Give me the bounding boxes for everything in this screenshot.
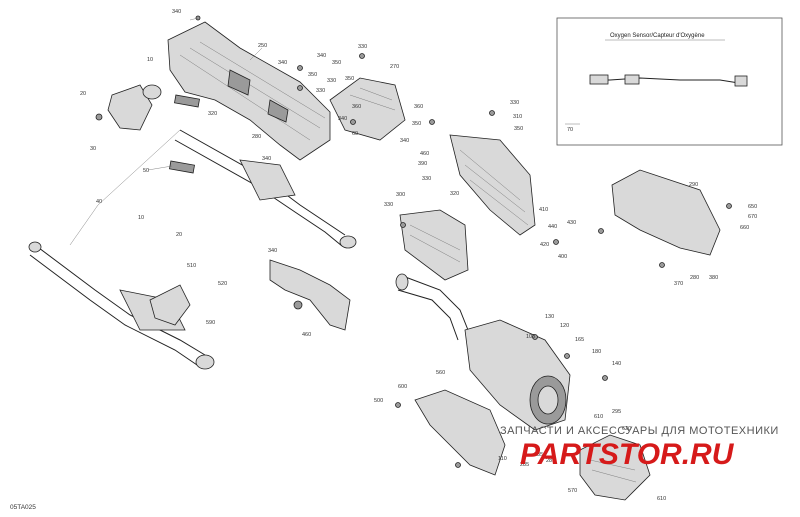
callout-label: 340 [317, 53, 326, 59]
callout-label: 130 [545, 314, 554, 320]
heat-shield-middle [399, 209, 469, 281]
callout-label: 650 [748, 204, 757, 210]
callout-label: 350 [514, 126, 523, 132]
callout-label: 440 [548, 224, 557, 230]
callout-label: 330 [384, 202, 393, 208]
end-cap [579, 434, 651, 501]
leader-lines [69, 17, 263, 246]
callout-label: 350 [345, 76, 354, 82]
oxygen-sensor-inset: Oxygen Sensor/Capteur d'Oxygène 70 [556, 17, 783, 146]
callout-label: 270 [390, 64, 399, 70]
callout-label: 60 [352, 131, 358, 137]
callout-label: 500 [374, 398, 383, 404]
manifold-elbow [95, 84, 162, 131]
bracket-590 [149, 284, 191, 326]
callout-label: 285 [534, 452, 543, 458]
watermark-brand: PARTSTOR.RU [520, 438, 735, 471]
muffler-guard [414, 389, 506, 476]
callout-label: 670 [748, 214, 757, 220]
callout-label: 50 [143, 168, 149, 174]
callout-label: 520 [218, 281, 227, 287]
callout-label: 400 [558, 254, 567, 260]
heat-shield-upper [167, 21, 331, 161]
watermark: ЗАПЧАСТИ И АКСЕССУАРЫ ДЛЯ МОТОТЕХНИКИ PA… [500, 425, 779, 471]
callout-label: 360 [352, 104, 361, 110]
callout-label: 280 [252, 134, 261, 140]
callout-label: 165 [575, 337, 584, 343]
callout-label: 250 [258, 43, 267, 49]
callout-label: 285 [546, 458, 555, 464]
callout-label: 600 [398, 384, 407, 390]
callout-label: 590 [206, 320, 215, 326]
bracket-270 [329, 77, 406, 141]
front-pipe [174, 129, 357, 249]
callout-label: 320 [208, 111, 217, 117]
callout-label: 610 [657, 496, 666, 502]
callout-label: 340 [268, 248, 277, 254]
callout-label: 330 [510, 100, 519, 106]
callout-label: 20 [80, 91, 86, 97]
callout-label: 10 [138, 215, 144, 221]
muffler [464, 319, 571, 431]
callout-label: 320 [450, 191, 459, 197]
hardware-fasteners [195, 15, 732, 468]
callout-label: 350 [332, 60, 341, 66]
callout-label: 420 [540, 242, 549, 248]
callout-label: 390 [418, 161, 427, 167]
callout-label: 370 [674, 281, 683, 287]
callout-label: 340 [338, 116, 347, 122]
callout-label: 295 [612, 409, 621, 415]
callout-label: 380 [709, 275, 718, 281]
heat-shield-290 [611, 169, 721, 256]
callout-label: 610 [594, 414, 603, 420]
callout-label: 140 [612, 361, 621, 367]
watermark-tagline: ЗАПЧАСТИ И АКСЕССУАРЫ ДЛЯ МОТОТЕХНИКИ [500, 425, 779, 437]
callout-label: 330 [316, 88, 325, 94]
callout-label: 340 [278, 60, 287, 66]
callout-label: 510 [187, 263, 196, 269]
callout-label: 310 [513, 114, 522, 120]
callout-label: 110 [498, 456, 507, 462]
callout-label: 40 [96, 199, 102, 205]
callout-label: 340 [172, 9, 181, 15]
callout-label: 340 [400, 138, 409, 144]
callout-label: 20 [176, 232, 182, 238]
callout-label: 460 [420, 151, 429, 157]
callout-label: 285 [520, 462, 529, 468]
callout-label: 30 [90, 146, 96, 152]
inset-title: Oxygen Sensor/Capteur d'Oxygène [610, 33, 705, 39]
callout-label: 290 [689, 182, 698, 188]
callout-label: 120 [560, 323, 569, 329]
bracket-340-mid [269, 259, 351, 331]
callout-label: 180 [592, 349, 601, 355]
callout-label: 620 [622, 426, 631, 432]
callout-label: 100 [526, 334, 535, 340]
callout-label: 350 [308, 72, 317, 78]
springs [169, 94, 200, 174]
mid-pipe [395, 273, 471, 341]
inset-part-number: 70 [567, 127, 573, 133]
callout-label: 570 [568, 488, 577, 494]
callout-label: 350 [412, 121, 421, 127]
callout-label: 460 [302, 332, 311, 338]
callout-label: 280 [690, 275, 699, 281]
callout-label: 330 [327, 78, 336, 84]
callout-label: 330 [422, 176, 431, 182]
callout-label: 340 [262, 156, 271, 162]
callout-label: 430 [567, 220, 576, 226]
callout-label: 330 [358, 44, 367, 50]
callout-labels: 340 250 10 20 30 320 340 350 340 350 330… [80, 9, 757, 502]
callout-label: 10 [147, 57, 153, 63]
callout-label: 360 [414, 104, 423, 110]
heat-shield-320 [449, 134, 536, 236]
callout-label: 660 [740, 225, 749, 231]
diagram-code: 05TA025 [10, 504, 36, 511]
callout-label: 300 [396, 192, 405, 198]
callout-label: 410 [539, 207, 548, 213]
callout-label: 560 [436, 370, 445, 376]
